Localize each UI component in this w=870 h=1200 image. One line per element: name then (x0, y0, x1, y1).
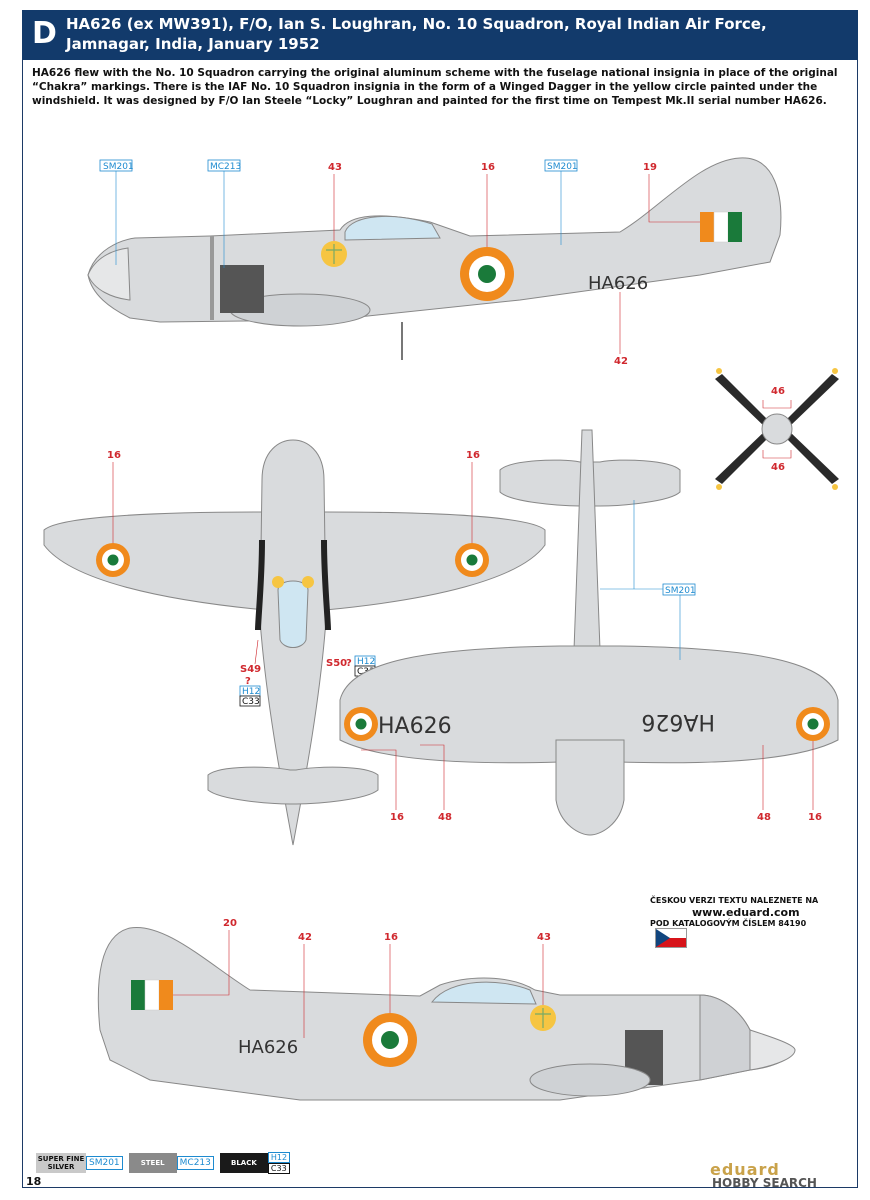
profile-letter: D (32, 16, 57, 51)
svg-text:16: 16 (390, 812, 404, 823)
page-number: 18 (26, 1175, 42, 1188)
svg-text:S49: S49 (240, 664, 261, 675)
czech-flag-icon (655, 928, 687, 948)
svg-text:SM201: SM201 (103, 162, 134, 172)
svg-text:H12: H12 (242, 687, 260, 697)
svg-text:MC213: MC213 (210, 162, 241, 172)
legend-swatch-silver: SUPER FINE SILVER (36, 1153, 86, 1173)
legend-swatch-black: BLACK (219, 1153, 268, 1173)
svg-text:46: 46 (771, 386, 785, 397)
svg-text:16: 16 (466, 450, 480, 461)
svg-text:?: ? (245, 676, 251, 687)
svg-text:16: 16 (384, 932, 398, 943)
page-header: D HA626 (ex MW391), F/O, Ian S. Loughran… (22, 10, 858, 60)
top-view (43, 439, 546, 846)
svg-text:19: 19 (643, 162, 657, 173)
left-side-profile: HA626 (87, 157, 782, 360)
profile-description: HA626 flew with the No. 10 Squadron carr… (32, 67, 838, 107)
brand-logo: eduard (710, 1160, 780, 1179)
svg-text:48: 48 (757, 812, 771, 823)
svg-text:S50: S50 (326, 658, 347, 669)
watermark: HOBBY SEARCH (712, 1176, 817, 1190)
svg-text:SM201: SM201 (665, 586, 696, 596)
svg-text:SM201: SM201 (547, 162, 578, 172)
czech-note: ČESKOU VERZI TEXTU NALEZNETE NA www.edua… (650, 896, 819, 928)
svg-text:48: 48 (438, 812, 452, 823)
legend-codes-black: H12 C33 (267, 1152, 291, 1174)
profile-title: HA626 (ex MW391), F/O, Ian S. Loughran, … (66, 15, 767, 53)
underwing-serial-left: HA626 (378, 714, 452, 739)
svg-text:H12: H12 (357, 657, 375, 667)
svg-text:43: 43 (328, 162, 342, 173)
legend-swatch-steel: STEEL (128, 1153, 177, 1173)
side-serial-top: HA626 (588, 273, 648, 294)
svg-text:43: 43 (537, 932, 551, 943)
callouts-top-profile: SM201 MC213 SM201 43 16 19 42 (99, 159, 700, 367)
right-side-profile: HA626 (97, 926, 796, 1101)
paint-legend: SUPER FINE SILVER SM201 STEEL MC213 BLAC… (36, 1152, 296, 1174)
bottom-view: HA626 HA626 (339, 429, 839, 836)
svg-text:16: 16 (808, 812, 822, 823)
svg-text:42: 42 (614, 356, 628, 367)
side-serial-bottom: HA626 (238, 1037, 298, 1058)
svg-text:C33: C33 (242, 697, 260, 707)
callouts-bottom-view: SM201 16 48 48 16 (361, 500, 822, 823)
svg-text:?: ? (346, 658, 352, 669)
propeller-view: 46 46 (715, 368, 839, 490)
callouts-bottom-profile: 20 42 16 43 (173, 918, 551, 1038)
eduard-url-link[interactable]: www.eduard.com (692, 906, 800, 919)
svg-text:46: 46 (771, 462, 785, 473)
svg-text:20: 20 (223, 918, 237, 929)
legend-code-steel: MC213 (176, 1156, 214, 1170)
svg-text:42: 42 (298, 932, 312, 943)
legend-code-silver: SM201 (86, 1156, 123, 1170)
callouts-top-view: 16 16 S49 ? H12 C33 S50 ? H12 C33 (107, 450, 480, 707)
svg-text:16: 16 (481, 162, 495, 173)
underwing-serial-right: HA626 (641, 709, 715, 734)
svg-text:16: 16 (107, 450, 121, 461)
